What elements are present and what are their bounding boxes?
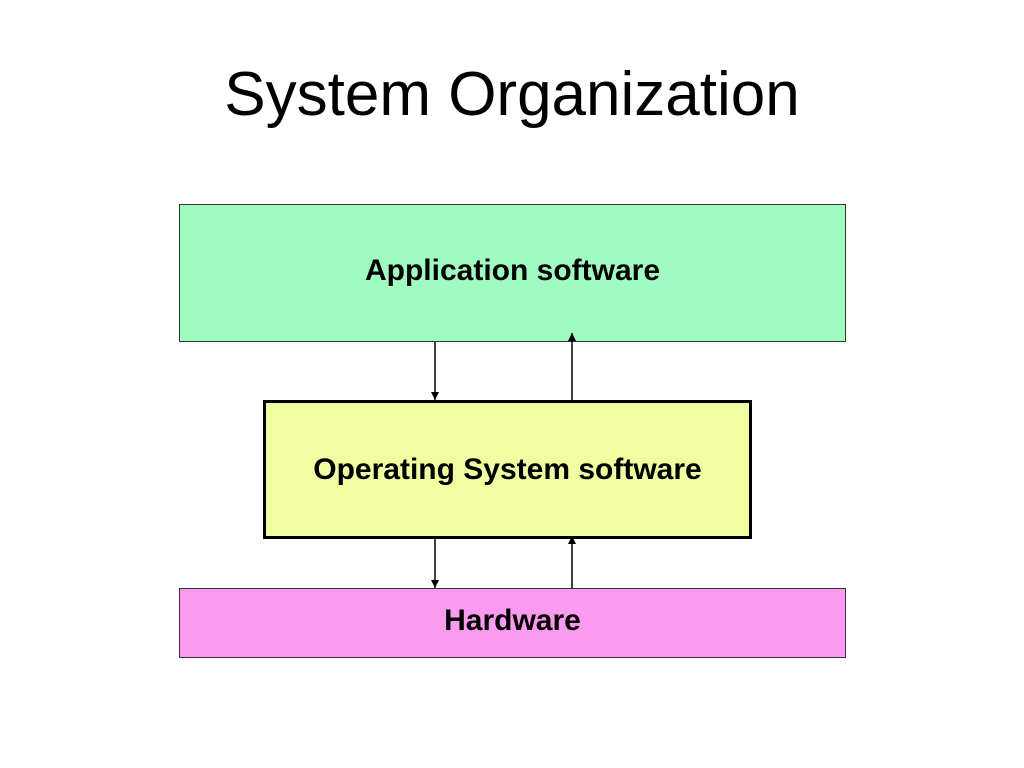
hardware-box: Hardware	[179, 588, 846, 658]
operating-system-box: Operating System software	[263, 400, 752, 539]
slide-title: System Organization	[224, 60, 800, 129]
application-software-box: Application software	[179, 204, 846, 342]
